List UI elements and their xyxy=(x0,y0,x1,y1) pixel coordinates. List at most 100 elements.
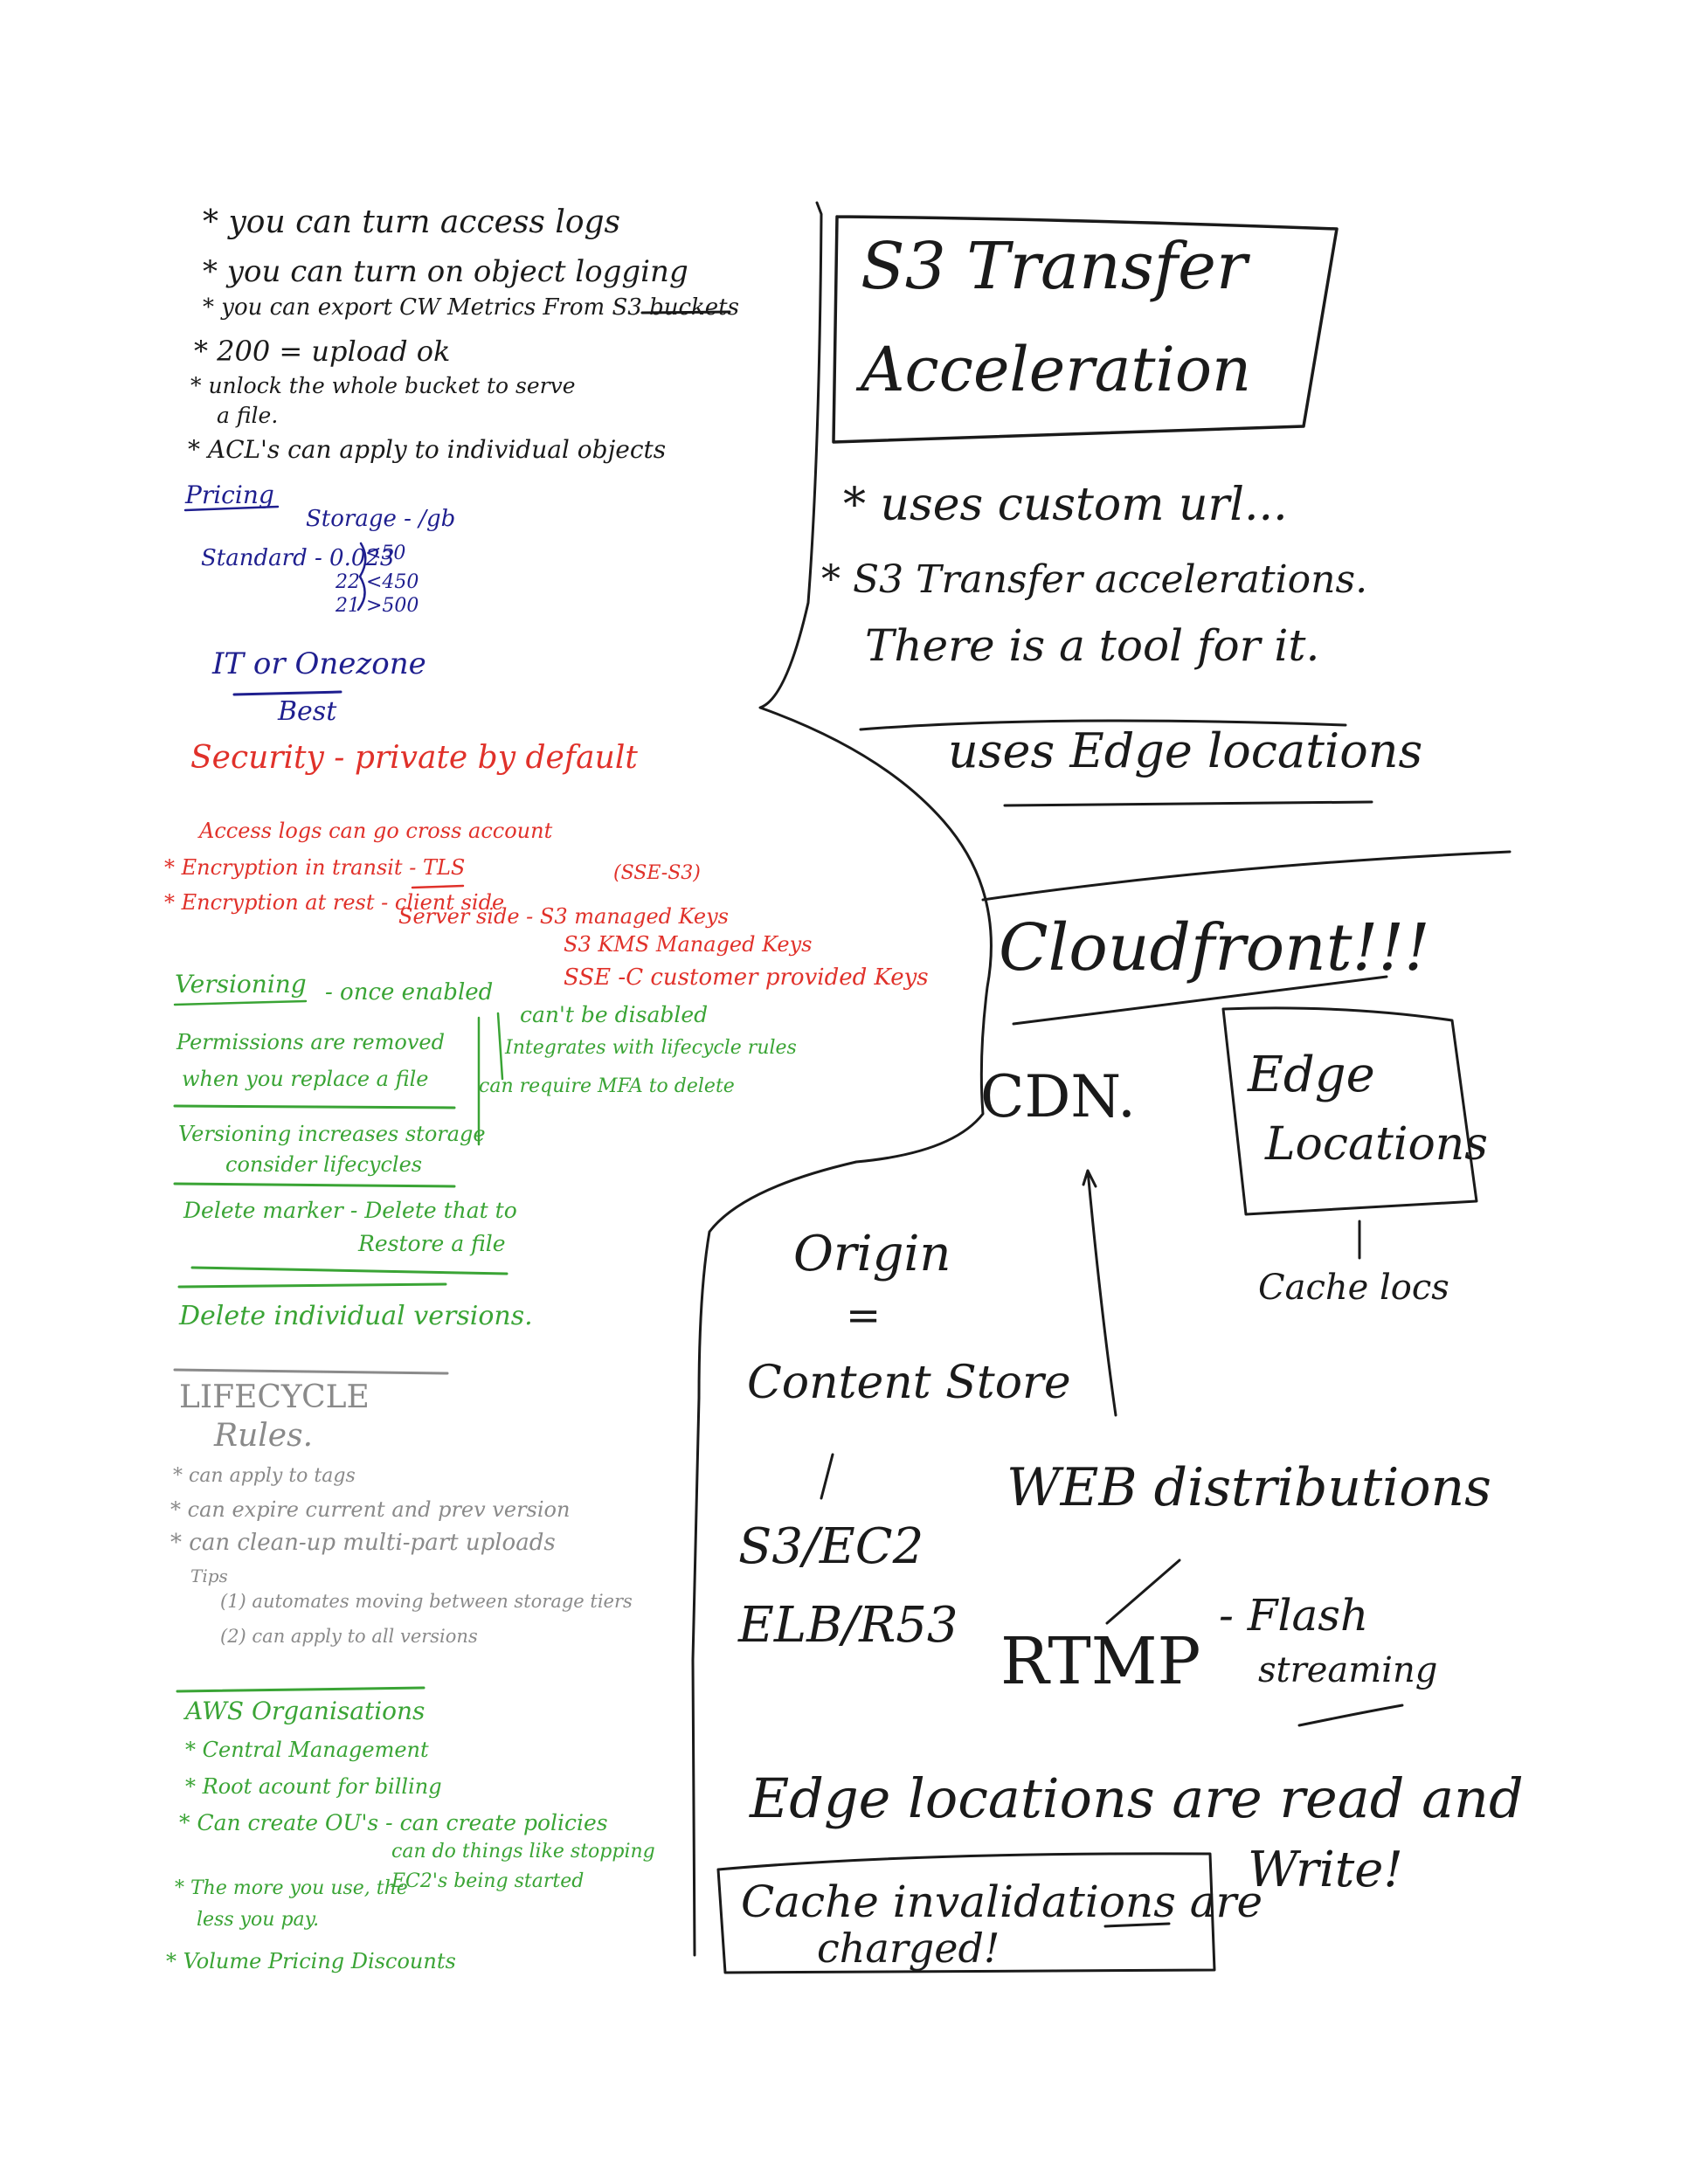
s3-ec2-label: S3/EC2 xyxy=(738,1518,924,1575)
note-unlock-bucket: * unlock the whole bucket to serve xyxy=(190,373,576,398)
orgs-item-ec2: EC2's being started xyxy=(391,1870,585,1892)
cdn-label: CDN. xyxy=(980,1063,1136,1130)
versioning-heading: Versioning xyxy=(175,970,307,999)
versioning-once-enabled: - once enabled xyxy=(325,979,494,1006)
cache-inv-line-2: charged! xyxy=(817,1925,1000,1972)
note-object-logging: * you can turn on object logging xyxy=(203,254,688,289)
orgs-item-less-pay: less you pay. xyxy=(197,1909,320,1931)
lifecycle-item-2: * can expire current and prev version xyxy=(170,1497,571,1522)
note-acls: * ACL's can apply to individual objects xyxy=(188,435,667,464)
security-sse-s3: (SSE-S3) xyxy=(613,862,701,884)
note-access-logs: * you can turn access logs xyxy=(203,204,621,240)
versioning-bracket-2 xyxy=(496,1012,504,1081)
green-divider-2 xyxy=(173,1182,456,1188)
underline-tls xyxy=(411,884,465,889)
transfer-item-tool: There is a tool for it. xyxy=(865,620,1320,671)
note-200-upload: * 200 = upload ok xyxy=(194,335,451,368)
pricing-tier-2: 22 <450 xyxy=(336,571,419,593)
underline-tool xyxy=(859,719,1347,731)
transfer-item-accelerations: * S3 Transfer accelerations. xyxy=(821,557,1368,602)
note-cw-metrics: * you can export CW Metrics From S3 buck… xyxy=(203,294,739,321)
orgs-item-stopping: can do things like stopping xyxy=(391,1841,655,1863)
versioning-del-individual: Delete individual versions. xyxy=(179,1301,533,1331)
versioning-inc-2: consider lifecycles xyxy=(225,1152,423,1177)
origin-to-s3-line xyxy=(820,1453,834,1500)
edge-rw-line-1: Edge locations are read and xyxy=(750,1766,1524,1830)
underline-s3-buckets xyxy=(640,310,731,314)
lifecycle-tip-2: (2) can apply to all versions xyxy=(220,1626,478,1647)
rtmp-label: RTMP xyxy=(1000,1624,1201,1699)
green-divider-1 xyxy=(173,1104,456,1109)
versioning-cant-disable: can't be disabled xyxy=(520,1002,709,1027)
green-divider-4 xyxy=(190,1266,508,1275)
security-heading: Security - private by default xyxy=(190,740,638,776)
lifecycle-heading-1: LIFECYCLE xyxy=(179,1379,370,1415)
versioning-mfa: can require MFA to delete xyxy=(479,1075,735,1097)
note-a-file: a file. xyxy=(217,403,279,428)
underline-streaming xyxy=(1297,1704,1404,1727)
orgs-item-central: * Central Management xyxy=(185,1738,429,1762)
web-to-rtmp-line xyxy=(1105,1559,1181,1625)
underline-versioning xyxy=(173,999,308,1006)
security-server-side: Server side - S3 managed Keys xyxy=(398,904,729,929)
content-store-label: Content Store xyxy=(747,1357,1071,1409)
underline-are xyxy=(1103,1922,1171,1928)
orgs-item-volume: * Volume Pricing Discounts xyxy=(166,1949,456,1973)
lifecycle-tips-label: Tips xyxy=(190,1565,228,1586)
origin-label: Origin xyxy=(793,1226,951,1282)
edge-rw-line-2: Write! xyxy=(1248,1842,1403,1898)
versioning-integrates: Integrates with lifecycle rules xyxy=(505,1037,797,1059)
orgs-item-more-use: * The more you use, the xyxy=(175,1877,408,1899)
web-distributions-label: WEB distributions xyxy=(1007,1457,1491,1518)
origin-equals: = xyxy=(846,1291,882,1340)
gray-divider xyxy=(173,1368,449,1375)
security-access-logs: Access logs can go cross account xyxy=(199,819,553,843)
versioning-perm-2: when you replace a file xyxy=(182,1067,429,1091)
security-sse-c: SSE -C customer provided Keys xyxy=(564,964,929,991)
ia-best: Best xyxy=(278,696,337,727)
transfer-accel-box xyxy=(832,215,1339,444)
transfer-accel-title-2: Acceleration xyxy=(861,334,1252,405)
pricing-tier-3: 21 >500 xyxy=(336,595,419,617)
versioning-del-2: Restore a file xyxy=(358,1231,506,1256)
ia-onezone: IT or Onezone xyxy=(212,646,426,681)
transfer-item-edge-locs: uses Edge locations xyxy=(948,723,1423,778)
versioning-del-1: Delete marker - Delete that to xyxy=(183,1198,517,1223)
cache-inv-line-1: Cache invalidations are xyxy=(741,1876,1263,1927)
ia-divider xyxy=(232,690,342,696)
pricing-tier-1: <50 xyxy=(365,543,406,564)
pricing-storage-label: Storage - /gb xyxy=(306,506,456,532)
security-in-transit: * Encryption in transit - TLS xyxy=(164,855,466,880)
elb-r53-label: ELB/R53 xyxy=(738,1597,958,1654)
edge-box-label-2: Locations xyxy=(1265,1118,1488,1171)
pricing-standard: Standard - 0.023 xyxy=(201,545,395,571)
edge-box xyxy=(1221,1006,1478,1216)
orgs-item-root: * Root acount for billing xyxy=(185,1774,442,1799)
transfer-accel-title-1: S3 Transfer xyxy=(861,229,1248,304)
orgs-heading: AWS Organisations xyxy=(185,1697,425,1725)
lifecycle-item-3: * can clean-up multi-part uploads xyxy=(170,1530,556,1556)
lifecycle-tip-1: (1) automates moving between storage tie… xyxy=(220,1591,633,1612)
orgs-item-ou: * Can create OU's - can create policies xyxy=(179,1810,608,1835)
pricing-brace xyxy=(356,542,367,612)
lifecycle-item-1: * can apply to tags xyxy=(173,1465,356,1487)
cdn-arrow xyxy=(1082,1169,1117,1417)
flash-label: - Flash xyxy=(1219,1590,1369,1641)
green-divider-5 xyxy=(176,1686,425,1693)
pricing-heading: Pricing xyxy=(185,480,274,509)
underline-pricing xyxy=(183,505,280,512)
underline-cloudfront xyxy=(1012,975,1388,1026)
security-at-rest: * Encryption at rest - client side xyxy=(164,890,505,915)
cache-inv-box xyxy=(716,1852,1216,1974)
streaming-label: streaming xyxy=(1258,1650,1438,1690)
security-kms: S3 KMS Managed Keys xyxy=(564,932,813,957)
transfer-item-custom-url: * uses custom url... xyxy=(843,479,1288,531)
cache-locs-label: Cache locs xyxy=(1258,1268,1449,1308)
versioning-perm-1: Permissions are removed xyxy=(176,1030,445,1054)
underline-edge-locs xyxy=(1003,800,1373,807)
edge-box-label-1: Edge xyxy=(1248,1047,1375,1103)
lifecycle-heading-2: Rules. xyxy=(214,1418,314,1454)
cloudfront-title: Cloudfront!!! xyxy=(999,910,1430,985)
cloudfront-divider xyxy=(981,850,1512,902)
